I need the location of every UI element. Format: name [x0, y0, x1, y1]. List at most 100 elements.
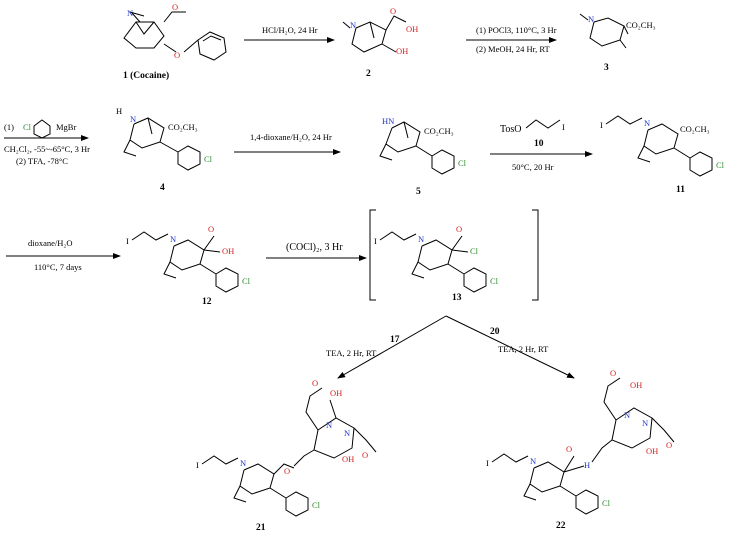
- acyl-cl: Cl: [470, 246, 479, 256]
- reagent-17-number: 17: [390, 335, 400, 345]
- tosylate-label: TosO: [500, 124, 522, 135]
- compound-12: I N O OH Cl 12: [126, 224, 251, 307]
- reagent-20-number: 20: [490, 327, 500, 337]
- n-label: N: [530, 456, 536, 466]
- acid1-oh: OH: [630, 380, 642, 390]
- compound-2: N O OH OH 2: [342, 6, 418, 79]
- n-label: N: [418, 234, 424, 244]
- acid-o: O: [208, 224, 214, 234]
- compound-2-number: 2: [366, 69, 371, 79]
- benzoyl-ring: [197, 31, 227, 61]
- n-label: N: [240, 458, 246, 468]
- ester-group: CO₂CH₃: [680, 124, 710, 134]
- macro-n2: N: [344, 428, 350, 438]
- grignard-mgbr: MgBr: [56, 122, 76, 132]
- step2a-conditions: (1) POCl3, 110°C, 3 Hr: [476, 25, 557, 35]
- ester-group: CO₂CH₃: [168, 122, 198, 132]
- nh-label: HN: [382, 116, 394, 126]
- step8-conditions: TEA, 2 Hr, RT: [326, 348, 377, 358]
- step2b-conditions: (2) MeOH, 24 Hr, RT: [476, 44, 551, 54]
- amide-nh: H: [584, 460, 590, 470]
- aryl-cl: Cl: [242, 276, 251, 286]
- acid-oh: OH: [222, 246, 234, 256]
- chlorophenyl-ring: [177, 145, 201, 171]
- compound-4-number: 4: [160, 183, 165, 193]
- compound-1: N O O 1 (Cocaine): [123, 2, 227, 81]
- step3b-conditions: CH₂Cl₂, -55~-65°C, 3 Hr: [4, 144, 90, 154]
- chlorophenyl-ring: [431, 149, 455, 175]
- left-bracket: [369, 209, 376, 301]
- aryl-cl: Cl: [458, 158, 467, 168]
- amide-o: O: [566, 444, 572, 454]
- grignard-cl: Cl: [23, 122, 32, 132]
- right-bracket: [532, 209, 539, 301]
- compound-11-number: 11: [676, 185, 685, 195]
- acid1-o: O: [610, 368, 616, 378]
- vinyl-iodide: I: [196, 460, 199, 470]
- acid2-o: O: [666, 440, 672, 450]
- aryl-cl: Cl: [716, 160, 725, 170]
- step3a-prefix: (1): [4, 122, 14, 132]
- arrow-to-22: [445, 315, 575, 379]
- acid1-o: O: [312, 378, 318, 388]
- chlorophenyl-ring: [215, 267, 239, 293]
- acid-o: O: [390, 6, 396, 16]
- macro-n1: N: [326, 420, 332, 430]
- step5-conditions: 50°C, 20 Hr: [512, 162, 554, 172]
- reagent-10-number: 10: [534, 139, 544, 149]
- acid1-oh: OH: [330, 388, 342, 398]
- compound-22: I N O H N N O OH O OH Cl 22: [486, 368, 675, 531]
- step9-conditions: TEA, 2 Hr, RT: [498, 344, 549, 354]
- compound-13-number: 13: [452, 293, 462, 303]
- compound-1-number: 1 (Cocaine): [123, 70, 169, 81]
- arrow-to-21: [337, 315, 447, 379]
- chlorophenyl-ring: [689, 151, 713, 177]
- n-methyl-label: H: [116, 106, 122, 116]
- n-label: N: [644, 118, 650, 128]
- n-label: N: [170, 234, 176, 244]
- compound-11: I N CO₂CH₃ Cl 11: [600, 115, 725, 195]
- step3-conditions-block: (1) Cl MgBr CH₂Cl₂, -55~-65°C, 3 Hr (2) …: [4, 119, 90, 166]
- hydroxyl: OH: [396, 46, 408, 56]
- chlorophenyl-ring: [285, 491, 309, 517]
- benzoate-oxygen: O: [174, 50, 180, 60]
- n-methyl-label: N: [127, 8, 133, 18]
- compound-3-number: 3: [604, 63, 609, 73]
- compound-22-number: 22: [556, 521, 566, 531]
- n-label: N: [350, 20, 356, 30]
- vinyl-iodide: I: [486, 458, 489, 468]
- vinyl-iodide: I: [600, 120, 603, 130]
- macro-n1: N: [624, 410, 630, 420]
- compound-4: H N CO₂CH₃ Cl 4: [116, 106, 213, 193]
- aryl-cl: Cl: [602, 498, 611, 508]
- reagent-iodo: I: [562, 122, 565, 132]
- acid-oh: OH: [406, 24, 418, 34]
- compound-21-number: 21: [256, 523, 266, 533]
- step6a-conditions: dioxane/H₂O: [28, 238, 73, 248]
- step3c-conditions: (2) TFA, -78°C: [16, 156, 68, 166]
- acid2-oh: OH: [646, 446, 658, 456]
- tropane-core: [123, 11, 165, 49]
- vinyl-iodide: I: [374, 236, 377, 246]
- grignard-ring: [33, 119, 51, 139]
- step7-conditions: (COCl)₂, 3 Hr: [286, 242, 343, 253]
- macrocycle-21: [305, 387, 377, 459]
- acid2-o: O: [362, 450, 368, 460]
- compound-13: I N O Cl Cl 13: [369, 209, 539, 303]
- aryl-cl: Cl: [312, 500, 321, 510]
- chlorophenyl-ring: [463, 267, 487, 293]
- macrocycle-22: [603, 377, 675, 449]
- step4-conditions: 1,4-dioxane/H₂O, 24 Hr: [250, 132, 332, 142]
- ester-o: O: [284, 466, 290, 476]
- compound-12-number: 12: [202, 297, 212, 307]
- n-label: N: [130, 114, 136, 124]
- aryl-cl: Cl: [490, 276, 499, 286]
- ester-group: CO₂CH₃: [626, 20, 656, 30]
- vinyl-iodide: I: [126, 236, 129, 246]
- ester-oxygen: O: [172, 2, 178, 12]
- step5-block: TosO I 10 50°C, 20 Hr: [490, 119, 593, 172]
- compound-21: I N O N N O OH O OH Cl 21: [196, 378, 377, 533]
- n-label: N: [588, 14, 594, 24]
- step1-conditions: HCl/H₂O, 24 Hr: [262, 25, 318, 35]
